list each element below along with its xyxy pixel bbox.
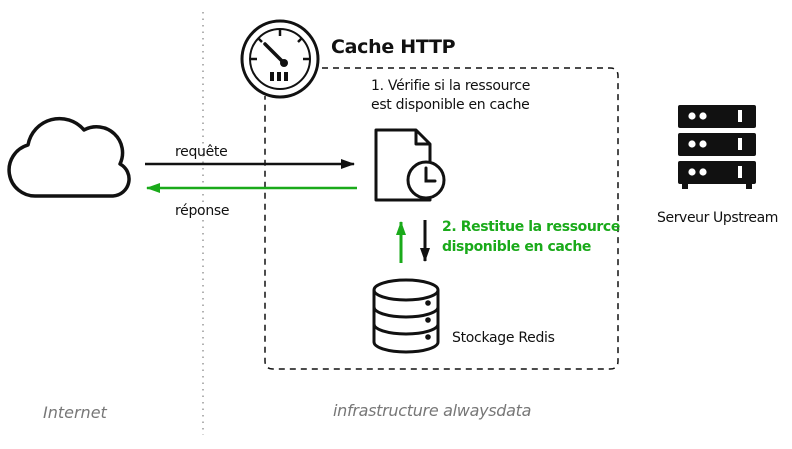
response-label: réponse: [175, 203, 230, 219]
server-icon: [678, 105, 756, 189]
cloud-icon: [7, 116, 131, 198]
step2-line2: disponible en cache: [442, 239, 591, 255]
step1-line1: 1. Vérifie si la ressource: [371, 78, 531, 94]
database-icon: [372, 278, 440, 354]
document-clock-icon: [374, 128, 446, 202]
redis-label: Stockage Redis: [452, 330, 555, 346]
upstream-label: Serveur Upstream: [657, 210, 779, 226]
zone-label-infrastructure: infrastructure alwaysdata: [333, 401, 532, 420]
step2-line1: 2. Restitue la ressource: [442, 219, 620, 235]
request-label: requête: [175, 144, 228, 160]
step1-line2: est disponible en cache: [371, 97, 530, 113]
cache-title: Cache HTTP: [331, 36, 456, 58]
zone-label-internet: Internet: [43, 403, 107, 422]
gauge-icon: [240, 19, 320, 99]
